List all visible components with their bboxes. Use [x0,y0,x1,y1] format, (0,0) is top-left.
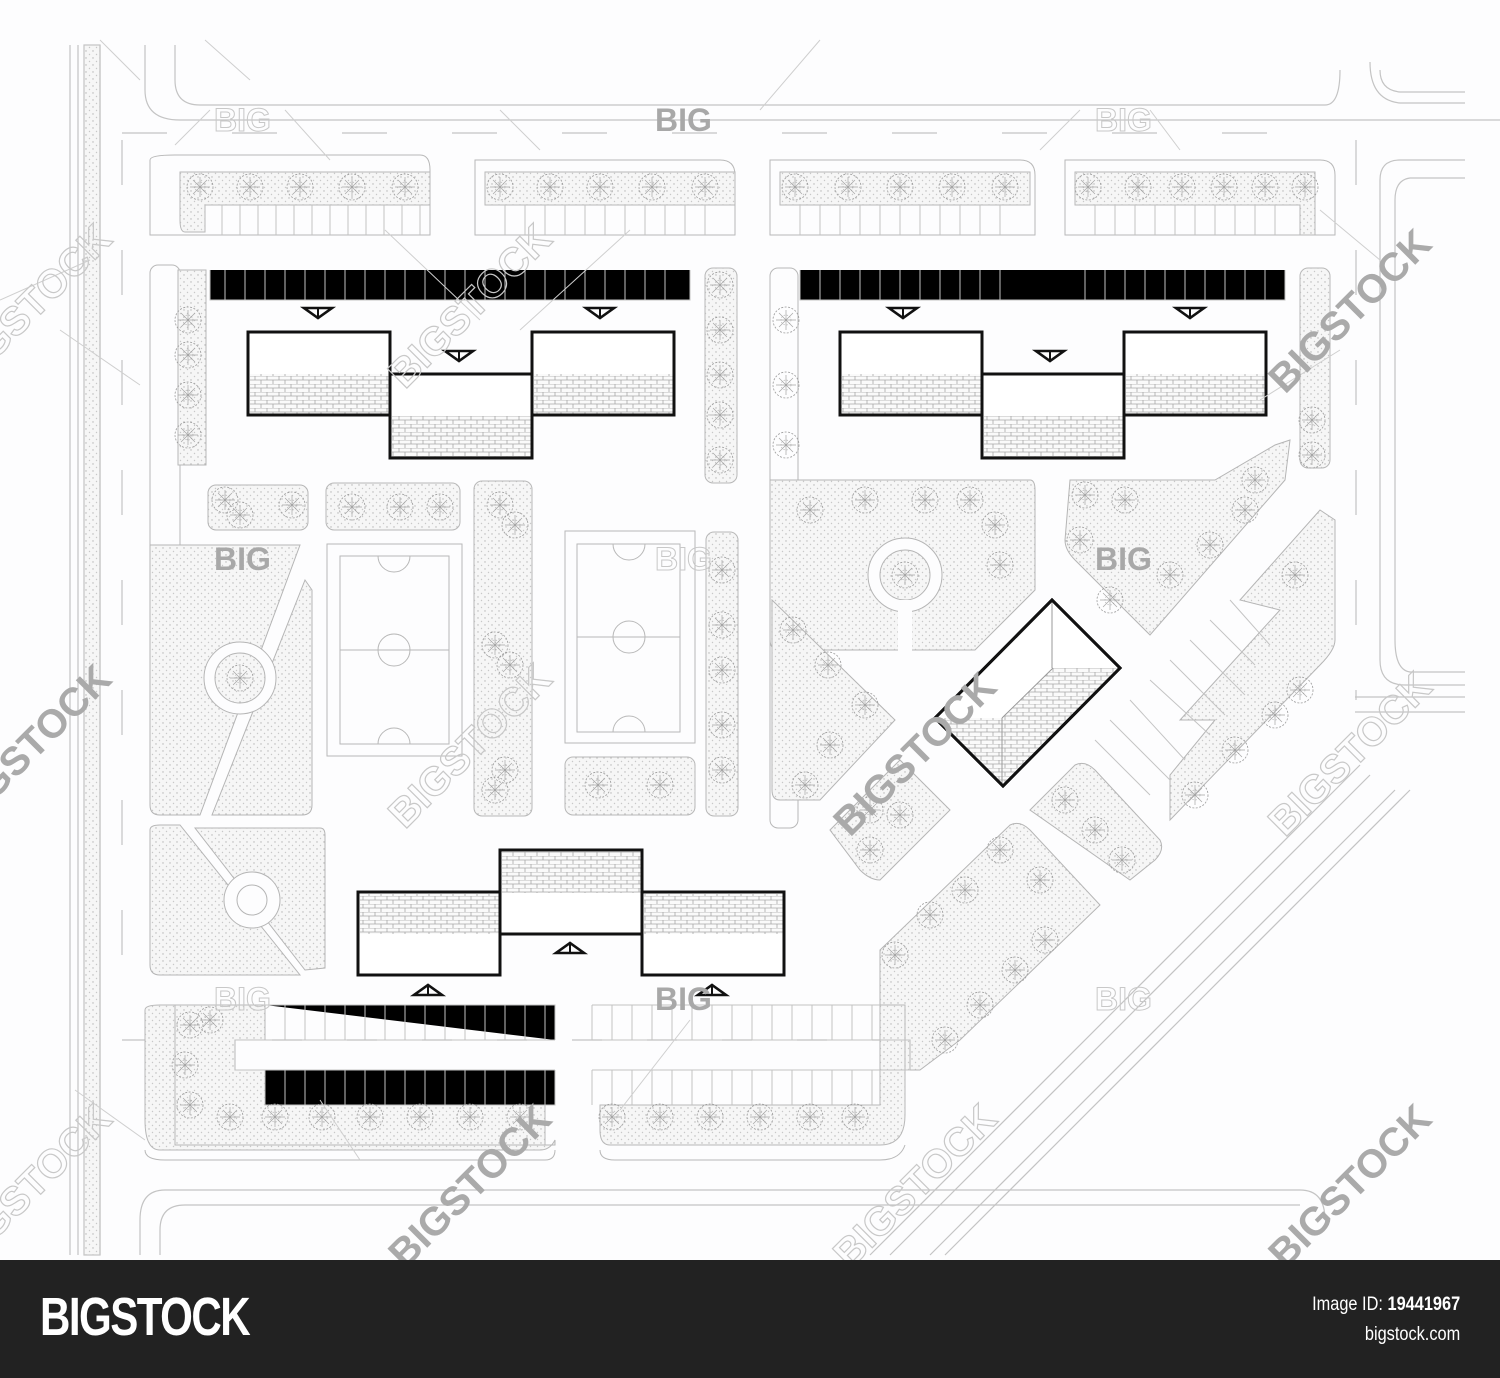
watermark-big: BIG [1095,981,1152,1017]
watermark-bigstock: BIGSTOCK [1260,221,1440,401]
watermark-big: BIG [214,541,271,577]
west-park [149,484,326,976]
watermark-big: BIG [214,981,271,1017]
watermark-big: BIG [655,102,712,138]
watermark-big: BIG [655,981,712,1017]
buildings [246,306,1268,997]
watermark-bigstock: BIGSTOCK [1260,1096,1440,1260]
watermark-big: BIG [655,541,712,577]
site-link[interactable]: bigstock.com [1364,1324,1460,1345]
building-north-east [838,306,1268,460]
roads [69,44,1500,1256]
image-meta: Image ID: 19441967 bigstock.com [1312,1290,1460,1350]
image-id-label: Image ID: [1311,1294,1383,1315]
footer-bar: BIGSTOCK Image ID: 19441967 bigstock.com [0,1260,1500,1378]
watermark-big: BIG [214,102,271,138]
watermark-bigstock: BIGSTOCK [0,656,120,836]
site-plan-drawing: BIG BIG BIG BIG BIG BIG BIG BIG BIG BIGS… [0,39,1500,1277]
brand-logo[interactable]: BIGSTOCK [40,1287,251,1347]
building-diagonal [932,597,1123,789]
watermark-big: BIG [1095,541,1152,577]
building-north-west [246,306,676,460]
watermark-bigstock: BIGSTOCK [380,656,560,836]
watermark-bigstock: BIGSTOCK [0,1096,120,1260]
east-park [769,439,1336,1071]
top-parking [149,154,1336,301]
sports-courts [325,480,739,817]
watermark-big: BIG [1095,102,1152,138]
image-id-value: 19441967 [1387,1294,1460,1315]
watermark-bigstock: BIGSTOCK [0,216,120,396]
south-parking [144,1004,911,1161]
watermark-lines [0,39,1381,1161]
image-id-line: Image ID: 19441967 [1312,1290,1460,1320]
building-south [356,848,786,997]
